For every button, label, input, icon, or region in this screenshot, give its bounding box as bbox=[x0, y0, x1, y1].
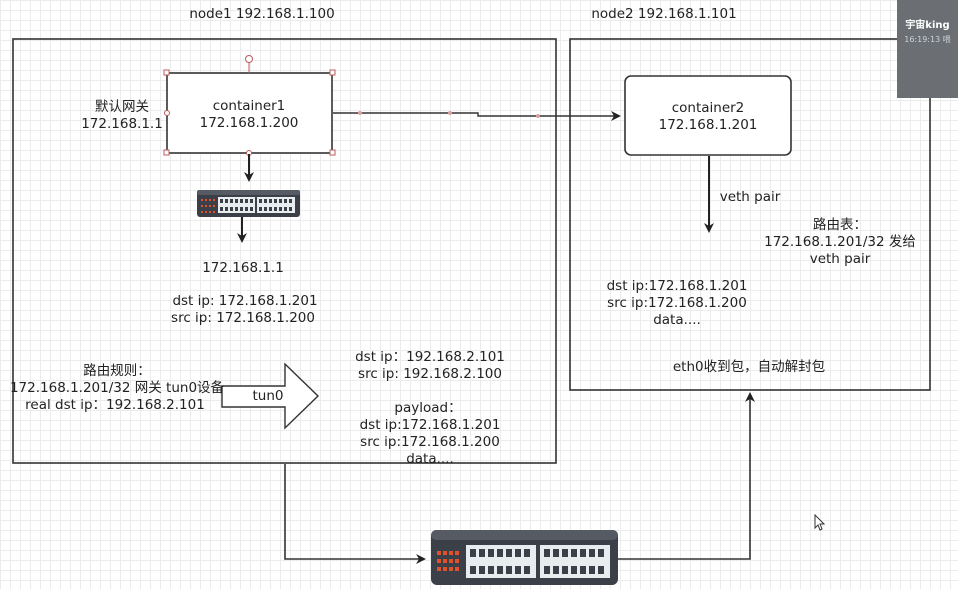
node2-packet-src: src ip:172.168.1.200 bbox=[607, 295, 747, 311]
default-gateway-label: 默认网关 bbox=[95, 99, 149, 115]
node1-box[interactable] bbox=[12, 38, 557, 464]
inner-packet-src: src ip: 172.168.1.200 bbox=[171, 310, 315, 326]
container2-ip: 172.168.1.201 bbox=[658, 117, 758, 133]
node2-box[interactable] bbox=[569, 38, 931, 391]
route-rule-entry: 172.168.1.201/32 网关 tun0设备 bbox=[9, 380, 225, 396]
eth0-note: eth0收到包，自动解封包 bbox=[672, 359, 826, 375]
container1-ip: 172.168.1.200 bbox=[199, 115, 299, 131]
default-gateway-ip: 172.168.1.1 bbox=[81, 116, 163, 132]
container1-name: container1 bbox=[212, 98, 286, 114]
node1-title: node1 192.168.1.100 bbox=[189, 6, 335, 22]
payload-data: data.... bbox=[406, 451, 454, 467]
route-table-title: 路由表： bbox=[813, 217, 867, 233]
viewer-name: 宇宙king bbox=[905, 20, 950, 31]
veth-pair-label: veth pair bbox=[719, 189, 781, 205]
bridge-ip: 172.168.1.1 bbox=[202, 260, 284, 276]
tun0-arrow-shape[interactable] bbox=[221, 362, 320, 430]
route-rule-real-dst: real dst ip：192.168.2.101 bbox=[25, 397, 205, 413]
container1-to-container2-arrow[interactable] bbox=[333, 111, 621, 121]
route-table-entry: 172.168.1.201/32 发给 bbox=[764, 234, 916, 250]
tun0-label: tun0 bbox=[252, 388, 284, 404]
switch-large-icon bbox=[431, 530, 618, 585]
payload-title: payload： bbox=[394, 400, 462, 416]
node2-packet-dst: dst ip:172.168.1.201 bbox=[606, 278, 748, 294]
container2-box[interactable] bbox=[624, 75, 792, 156]
node2-title: node2 192.168.1.101 bbox=[591, 6, 737, 22]
route-rule-title: 路由规则： bbox=[83, 363, 151, 379]
switch-small-icon bbox=[197, 190, 300, 217]
node1-to-switch-arrow[interactable] bbox=[284, 464, 426, 564]
route-table-target: veth pair bbox=[809, 251, 871, 267]
viewer-overlay: 宇宙king 16:19:13 喂 bbox=[897, 0, 958, 98]
payload-dst: dst ip:172.168.1.201 bbox=[359, 417, 501, 433]
mouse-pointer-icon bbox=[814, 513, 826, 531]
outer-packet-src: src ip: 192.168.2.100 bbox=[358, 366, 502, 382]
node2-packet-data: data.... bbox=[653, 312, 701, 328]
switch-to-node2-arrow[interactable] bbox=[617, 392, 755, 560]
payload-src: src ip:172.168.1.200 bbox=[360, 434, 500, 450]
container2-name: container2 bbox=[671, 100, 745, 116]
connector-waypoints bbox=[358, 111, 540, 118]
container1-box[interactable] bbox=[166, 72, 333, 154]
selection-handles[interactable] bbox=[163, 55, 336, 156]
viewer-time: 16:19:13 喂 bbox=[904, 35, 951, 44]
outer-packet-dst: dst ip：192.168.2.101 bbox=[355, 349, 505, 365]
inner-packet-dst: dst ip: 172.168.1.201 bbox=[172, 293, 318, 309]
